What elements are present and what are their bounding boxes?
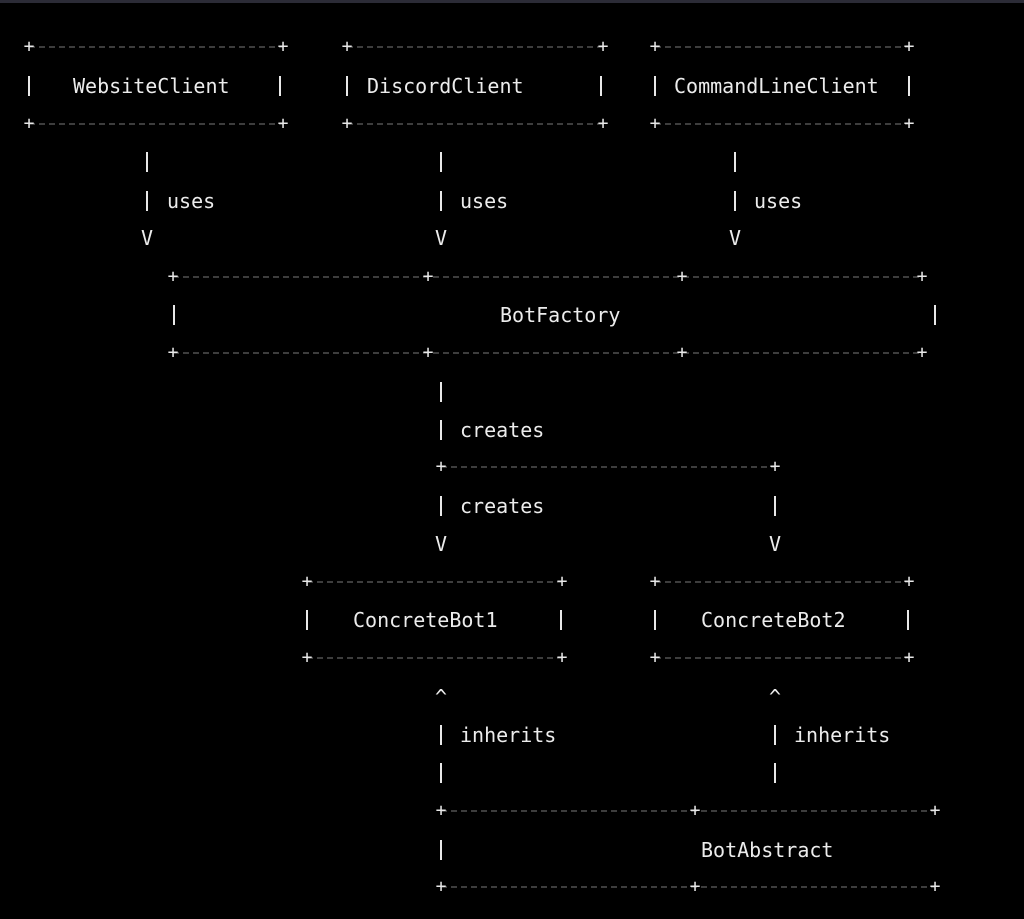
bot-abstract-label: BotAbstract [701, 838, 834, 862]
edge-label-creates: creates [460, 418, 545, 442]
corner-mark: + [929, 876, 941, 897]
up-arrow-icon: ^ [434, 685, 448, 709]
corner-mark: + [435, 800, 447, 821]
corner-mark: + [597, 113, 609, 134]
corner-mark: + [301, 647, 313, 668]
concrete-bot1-label: ConcreteBot1 [353, 608, 498, 632]
corner-mark: + [422, 342, 434, 363]
corner-mark: + [649, 647, 661, 668]
corner-mark: + [676, 342, 688, 363]
corner-mark: + [649, 571, 661, 592]
down-arrow-icon: V [434, 532, 448, 556]
corner-mark: + [277, 113, 289, 134]
corner-mark: + [649, 113, 661, 134]
cmdline-client-label: CommandLineClient [674, 74, 879, 98]
corner-mark: + [597, 36, 609, 57]
corner-mark: + [903, 36, 915, 57]
corner-mark: + [556, 571, 568, 592]
website-client-label: WebsiteClient [73, 74, 230, 98]
corner-mark: + [689, 800, 701, 821]
corner-mark: + [903, 571, 915, 592]
discord-client-label: DiscordClient [367, 74, 524, 98]
corner-mark: + [556, 647, 568, 668]
corner-mark: + [916, 266, 928, 287]
down-arrow-icon: V [434, 226, 448, 250]
corner-mark: + [689, 876, 701, 897]
down-arrow-icon: V [140, 226, 154, 250]
down-arrow-icon: V [768, 532, 782, 556]
corner-mark: + [929, 800, 941, 821]
corner-mark: + [341, 36, 353, 57]
corner-mark: + [676, 266, 688, 287]
corner-mark: + [649, 36, 661, 57]
edge-label-inherits: inherits [794, 723, 891, 747]
concrete-bot2-label: ConcreteBot2 [701, 608, 846, 632]
down-arrow-icon: V [728, 226, 742, 250]
corner-mark: + [916, 342, 928, 363]
corner-mark: + [769, 456, 781, 477]
edge-label-inherits: inherits [460, 723, 557, 747]
corner-mark: + [422, 266, 434, 287]
corner-mark: + [23, 113, 35, 134]
window-top-bar [0, 0, 1024, 3]
corner-mark: + [167, 342, 179, 363]
corner-mark: + [277, 36, 289, 57]
corner-mark: + [341, 113, 353, 134]
corner-mark: + [903, 647, 915, 668]
corner-mark: + [435, 876, 447, 897]
corner-mark: + [435, 456, 447, 477]
edge-label-creates: creates [460, 494, 545, 518]
corner-mark: + [23, 36, 35, 57]
up-arrow-icon: ^ [768, 685, 782, 709]
edge-label-uses: uses [167, 189, 216, 213]
edge-label-uses: uses [460, 189, 509, 213]
bot-factory-label: BotFactory [500, 303, 621, 327]
edge-label-uses: uses [754, 189, 803, 213]
corner-mark: + [903, 113, 915, 134]
corner-mark: + [301, 571, 313, 592]
corner-mark: + [167, 266, 179, 287]
